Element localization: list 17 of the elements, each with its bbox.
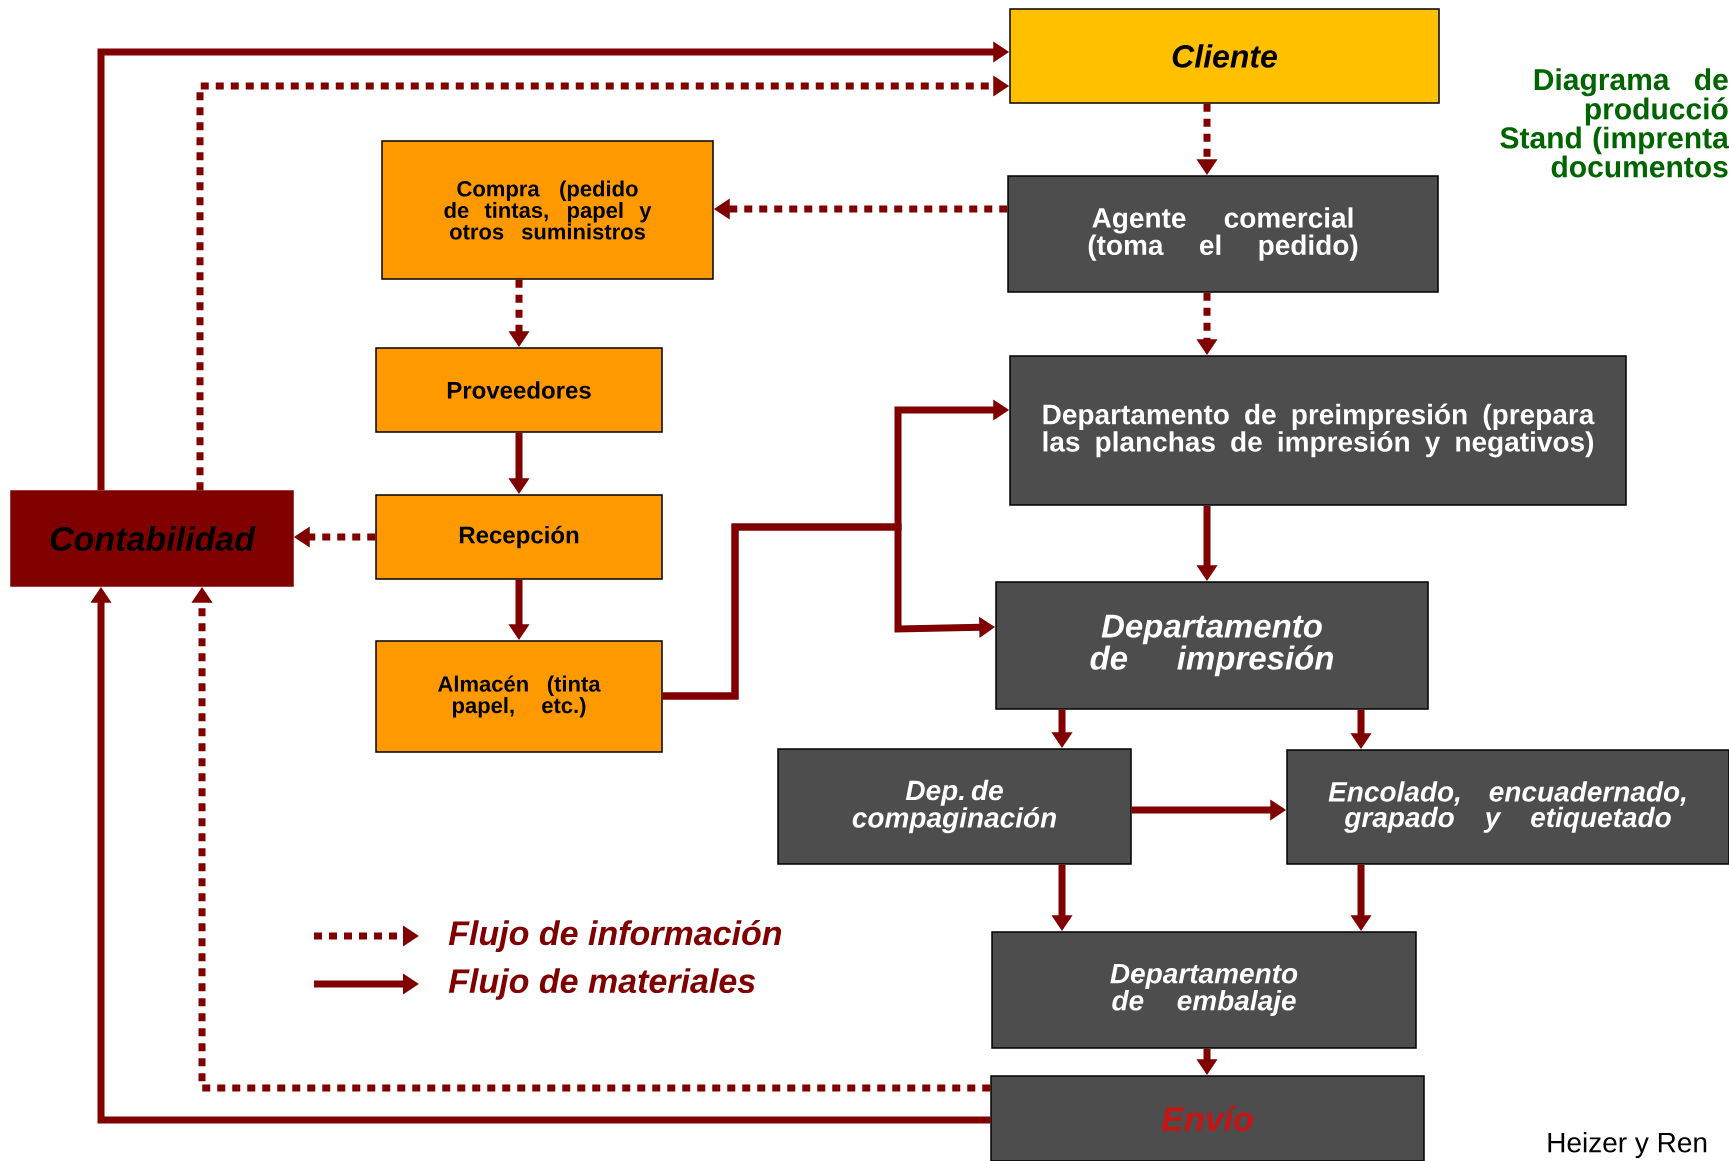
process-box: Proveedores: [375, 347, 663, 433]
department-box: Envío: [990, 1075, 1425, 1161]
process-box: Almacén (tinta papel, etc.): [375, 640, 663, 753]
client-box: Cliente: [1009, 8, 1440, 104]
department-box: Departamento de preimpresión (prepara las planchas de impresión y negativos): [1009, 355, 1627, 506]
department-box: Agente comercial (toma el pedido): [1007, 175, 1439, 293]
process-box: Compra (pedido de tintas, papel y otros suministros: [381, 140, 714, 280]
accounting-box: Contabilidad: [10, 490, 294, 587]
source-note: Heizer y Ren: [1548, 1131, 1707, 1159]
department-box: Departamento de embalaje: [991, 931, 1417, 1049]
title: Diagrama de producció Stand (imprenta documentos: [1500, 68, 1729, 178]
department-box: Dep. de compaginación: [777, 748, 1132, 865]
legend-text: Flujo de información: [448, 920, 782, 952]
department-box: Encolado, encuadernado, grapado y etiquetado: [1286, 749, 1729, 865]
process-box: Recepción: [375, 494, 663, 580]
legend-text: Flujo de materiales: [448, 968, 756, 1000]
department-box: Departamento de impresión: [995, 581, 1429, 710]
